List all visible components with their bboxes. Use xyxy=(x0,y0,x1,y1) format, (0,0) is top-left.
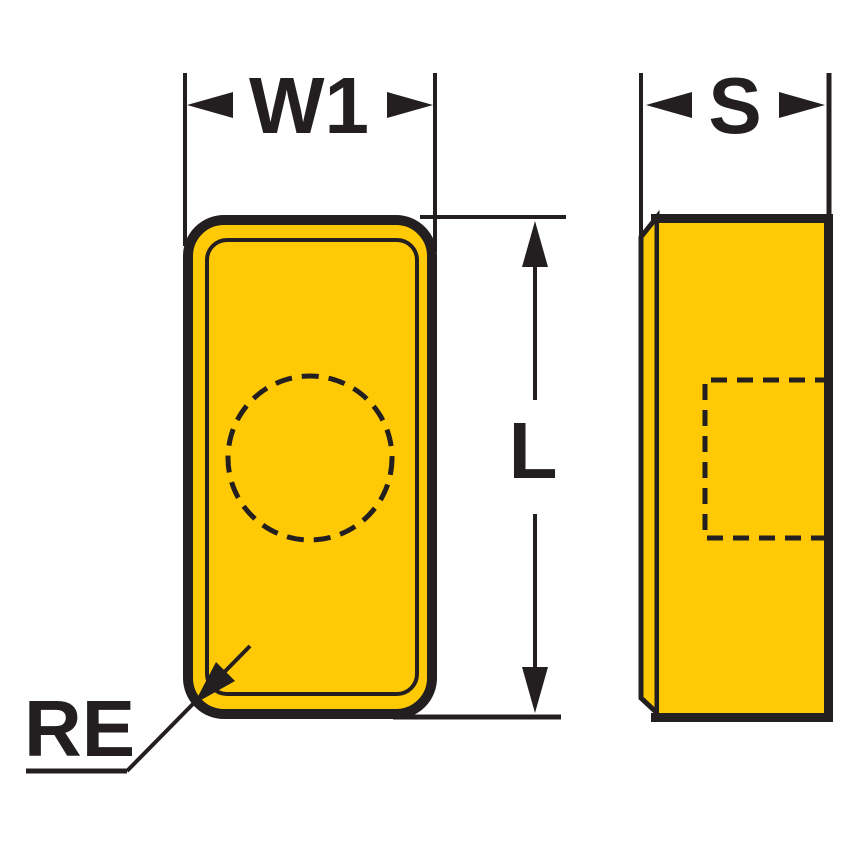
re-arrowhead-icon xyxy=(194,662,235,704)
w1-arrowhead-left-icon xyxy=(187,92,233,118)
l-dimension-label: L xyxy=(509,406,558,495)
dimension-s: S xyxy=(639,61,832,238)
l-arrowhead-up-icon xyxy=(522,221,548,267)
re-callout: RE xyxy=(24,644,252,774)
s-arrowhead-left-icon xyxy=(646,92,692,118)
side-view-hole-dashed-outline xyxy=(702,377,831,541)
s-dimension-label: S xyxy=(708,61,761,150)
front-view-hole-dashed-circle xyxy=(225,373,395,543)
l-arrowhead-down-icon xyxy=(522,667,548,713)
re-label: RE xyxy=(24,684,135,773)
front-view-insert-outline xyxy=(183,215,437,719)
front-view xyxy=(183,215,437,719)
w1-dimension-label: W1 xyxy=(249,61,369,150)
dimension-l: L xyxy=(393,215,566,720)
s-arrowhead-right-icon xyxy=(779,92,825,118)
w1-arrowhead-right-icon xyxy=(387,92,433,118)
re-leader-line xyxy=(125,644,252,773)
dimension-w1: W1 xyxy=(183,61,437,252)
side-view-body xyxy=(655,214,833,722)
side-view xyxy=(638,209,833,722)
front-view-edge-land-line xyxy=(205,238,419,696)
side-view-left-facet xyxy=(638,209,660,719)
